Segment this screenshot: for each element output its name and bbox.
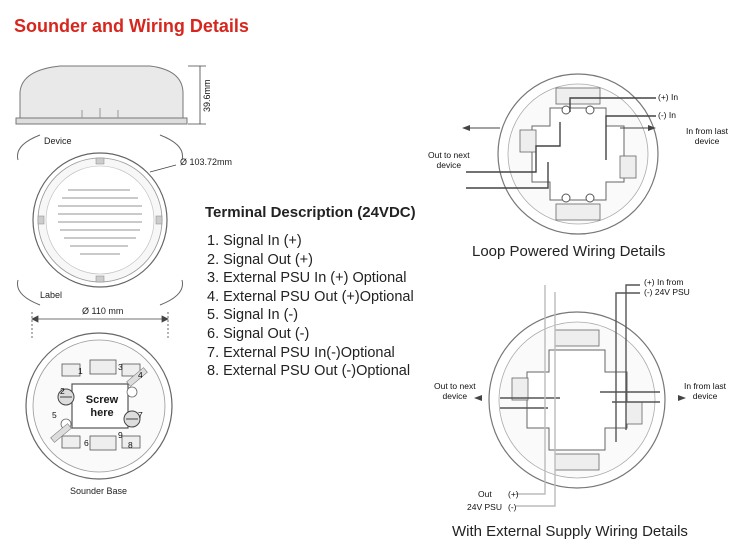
ext-out-line2: device: [442, 391, 468, 401]
base-number-6: 6: [84, 438, 89, 448]
external-supply-base: [488, 311, 666, 489]
base-number-4: 4: [138, 370, 143, 380]
terminal-item: 4. External PSU Out (+)Optional: [207, 288, 414, 305]
loop-in-label: In from last device: [686, 126, 728, 146]
terminal-item: 7. External PSU In(-)Optional: [207, 344, 395, 361]
ext-psu-out-line2: 24V PSU: [467, 502, 502, 512]
ext-in-line1: In from last: [684, 381, 727, 391]
ext-psu-out-minus: (-): [508, 502, 517, 512]
terminal-item: 1. Signal In (+): [207, 233, 302, 249]
terminal-item: 2. Signal Out (+): [207, 251, 313, 268]
base-number-5: 5: [52, 410, 57, 420]
ext-in-label: In from last device: [684, 381, 726, 401]
device-bracket: [16, 134, 184, 306]
screw-text-line2: here: [90, 407, 114, 419]
base-number-2: 2: [60, 386, 65, 396]
top-diameter-text: Ø 103.72mm: [180, 157, 233, 167]
sounder-base-caption: Sounder Base: [70, 486, 128, 496]
screw-here-label: Screw here: [82, 394, 122, 420]
height-dim-text: 39.6mm: [202, 79, 212, 112]
label-caption: Label: [40, 290, 63, 300]
loop-powered-base: [497, 73, 659, 235]
terminal-item: 8. External PSU Out (-)Optional: [207, 363, 411, 380]
base-diameter-text: Ø 110 mm: [82, 306, 124, 316]
terminal-item: 3. External PSU In (+) Optional: [207, 270, 407, 287]
base-number-7: 7: [138, 410, 143, 420]
ext-out-label: Out to next device: [434, 381, 476, 401]
loop-in-line1: In from last: [686, 126, 729, 136]
ext-psu-in-line2: (-) 24V PSU: [644, 287, 690, 297]
height-dimension: [188, 65, 206, 125]
ext-out-line1: Out to next: [434, 381, 476, 391]
terminal-heading: Terminal Description (24VDC): [205, 204, 416, 221]
loop-out-line2: device: [436, 160, 462, 170]
device-label-view: [32, 152, 168, 288]
page-title: Sounder and Wiring Details: [14, 16, 249, 36]
device-side-profile: [15, 65, 188, 125]
ext-in-line2: device: [692, 391, 718, 401]
loop-out-line1: Out to next: [428, 150, 470, 160]
base-diameter-dimension: [31, 312, 169, 338]
loop-out-label: Out to next device: [428, 150, 470, 170]
top-diameter-leader: [149, 164, 177, 173]
loop-in-minus: (-) In: [658, 110, 676, 120]
base-number-1: 1: [78, 366, 83, 376]
external-caption: With External Supply Wiring Details: [452, 523, 688, 540]
sounder-base-view: [25, 332, 173, 480]
device-label: Device: [44, 136, 72, 146]
base-number-8: 8: [128, 440, 133, 450]
external-arrows: [474, 395, 686, 401]
loop-in-plus: (+) In: [658, 92, 679, 102]
loop-wires: [466, 97, 656, 189]
loop-arrows: [462, 125, 656, 131]
external-wires: [500, 284, 660, 507]
ext-psu-in-label: (+) In from (-) 24V PSU: [644, 277, 690, 297]
ext-psu-in-line1: (+) In from: [644, 277, 684, 287]
ext-psu-out-plus: (+): [508, 489, 519, 499]
terminal-item: 6. Signal Out (-): [207, 325, 310, 342]
loop-in-line2: device: [694, 136, 720, 146]
base-number-9: 9: [118, 430, 123, 440]
terminal-list: 1. Signal In (+) 2. Signal Out (+) 3. Ex…: [207, 232, 414, 381]
loop-caption: Loop Powered Wiring Details: [472, 243, 666, 260]
terminal-item: 5. Signal In (-): [207, 307, 299, 324]
ext-psu-out-line1: Out: [478, 489, 492, 499]
screw-text-line1: Screw: [85, 394, 119, 406]
base-number-3: 3: [118, 362, 123, 372]
